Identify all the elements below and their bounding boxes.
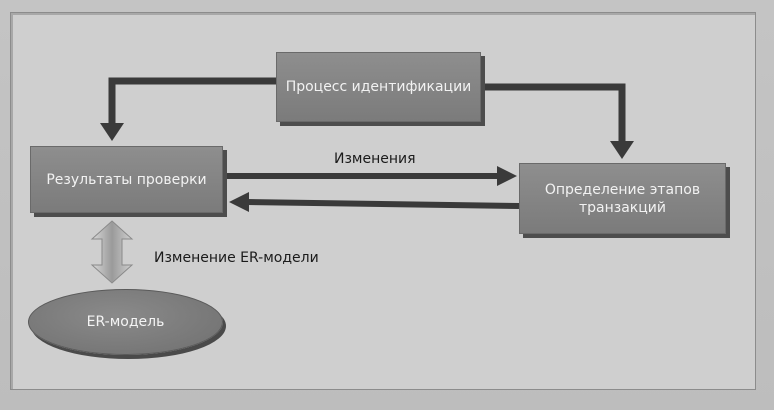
arrowhead-define-to-results [229,192,249,212]
arrowhead-results-to-define [497,166,517,186]
arrow-process-to-define [481,83,626,143]
node-identification-process: Процесс идентификации [276,52,481,122]
node-define-transaction-stages: Определение этапов транзакций [519,163,726,234]
node-check-results-label: Результаты проверки [46,171,207,188]
node-er-model-label: ER-модель [86,314,165,330]
arrow-define-to-results [246,199,520,209]
arrowhead-process-to-define [610,141,634,159]
arrow-process-to-results [108,77,276,125]
node-er-model: ER-модель [28,289,223,355]
diagram-frame: Процесс идентификации Результаты проверк… [10,12,756,390]
node-identification-process-label: Процесс идентификации [285,79,472,95]
node-define-label-line1: Определение этапов [544,181,701,198]
node-check-results: Результаты проверки [30,146,223,213]
arrowhead-process-to-results [100,123,124,141]
diagram-arrows [90,77,634,284]
edge-label-changes: Изменения [334,151,416,167]
node-define-label-line2: транзакций [579,199,666,216]
edge-label-er-model-change: Изменение ER-модели [154,250,319,266]
double-arrow-er-model [90,220,134,284]
